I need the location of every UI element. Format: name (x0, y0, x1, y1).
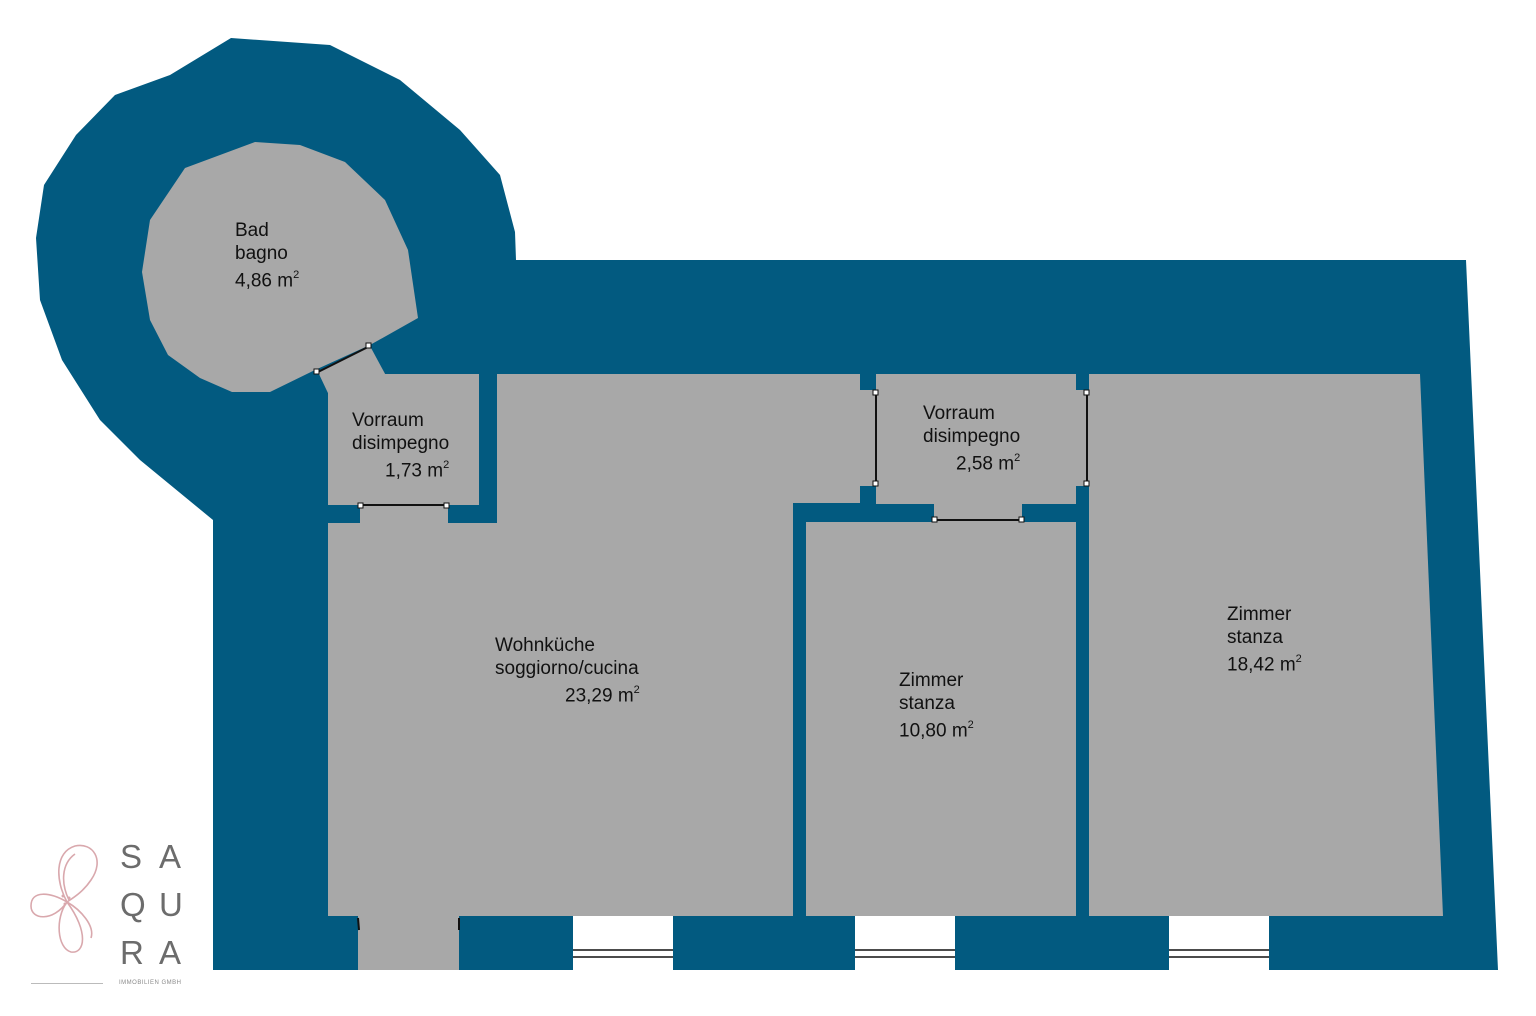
room-label-vorraum1: Vorraum disimpegno 1,73 m2 (352, 410, 449, 483)
room-name-it: disimpegno (352, 432, 450, 454)
room-area: 4,86 m2 (235, 269, 300, 292)
room-label-zimmer2: Zimmer stanza 18,42 m2 (1227, 604, 1302, 677)
door-opening-vorraum2-zimmer2 (1074, 390, 1091, 486)
room-label-bad: Bad bagno 4,86 m2 (235, 220, 299, 293)
company-logo: S A Q U R A IMMOBILIEN GMBH (25, 838, 205, 998)
logo-letter: R (120, 934, 144, 971)
room-name-it: disimpegno (923, 425, 1021, 447)
room-name-de: Vorraum (923, 403, 995, 424)
balcony-door-floor (358, 916, 459, 970)
flower-logo-icon (30, 844, 98, 953)
room-bad-floor (142, 142, 418, 392)
room-name-it: bagno (235, 242, 288, 264)
logo-letter: Q (120, 886, 146, 923)
room-area: 1,73 m2 (385, 459, 450, 482)
room-area: 18,42 m2 (1227, 653, 1302, 676)
room-name-de: Bad (235, 220, 269, 241)
room-area: 2,58 m2 (956, 452, 1021, 475)
door-opening-vorraum2-zimmer (934, 502, 1022, 523)
window-wohnkueche (573, 916, 673, 970)
room-name-de: Zimmer (1227, 604, 1292, 625)
room-vorraum2-floor (876, 374, 1076, 504)
room-name-it: stanza (899, 692, 955, 714)
room-name-de: Zimmer (899, 670, 964, 691)
room-area: 10,80 m2 (899, 719, 974, 742)
door-opening-vorraum1 (360, 503, 448, 523)
room-wohnkueche-floor (328, 374, 860, 916)
logo-letter: S (120, 838, 143, 875)
room-zimmer1-floor (806, 522, 1076, 916)
window-zimmer2 (1169, 916, 1269, 970)
room-label-wohnkueche: Wohnküche soggiorno/cucina 23,29 m2 (495, 635, 640, 708)
logo-divider (31, 983, 103, 984)
logo-letter: A (159, 934, 182, 971)
logo-subtitle: IMMOBILIEN GMBH (119, 980, 182, 986)
window-zimmer1 (855, 916, 955, 970)
room-vorraum1-floor (328, 374, 479, 505)
room-area: 23,29 m2 (565, 684, 640, 707)
door-opening-wohn-vorraum2 (858, 390, 878, 486)
logo-letter: U (159, 886, 183, 923)
room-zimmer2-floor (1089, 374, 1443, 916)
logo-letter: A (159, 838, 182, 875)
room-label-zimmer1: Zimmer stanza 10,80 m2 (899, 670, 974, 743)
room-name-it: stanza (1227, 626, 1283, 648)
room-name-it: soggiorno/cucina (495, 657, 639, 679)
room-label-vorraum2: Vorraum disimpegno 2,58 m2 (923, 403, 1020, 476)
room-name-de: Vorraum (352, 410, 424, 431)
room-name-de: Wohnküche (495, 635, 595, 656)
